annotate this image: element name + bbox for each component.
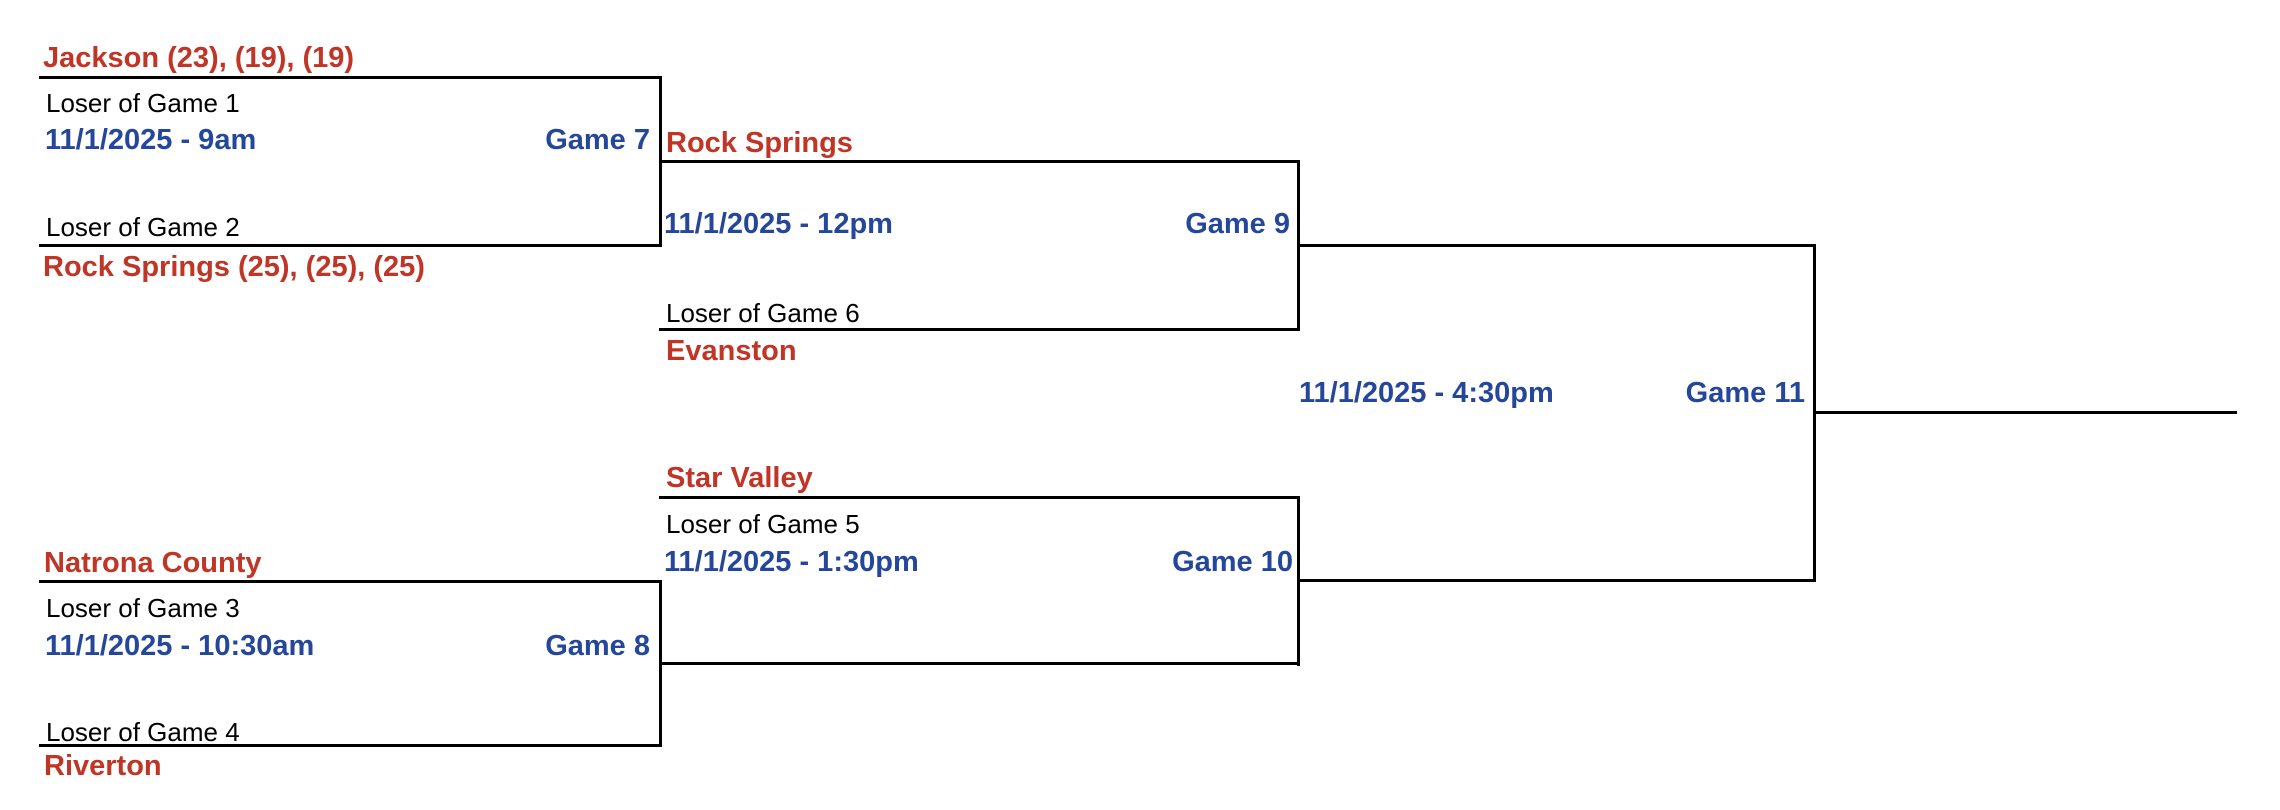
team-riverton: Riverton	[44, 750, 162, 782]
game9-winner-line	[1297, 244, 1816, 247]
game9-bottom-line	[659, 328, 1300, 331]
game10-schedule: 11/1/2025 - 1:30pm	[664, 546, 919, 578]
game7-winner-line	[659, 160, 1300, 163]
team-rock-springs-scores: Rock Springs (25), (25), (25)	[43, 251, 425, 283]
game8-winner-line	[659, 662, 1300, 665]
team-jackson: Jackson (23), (19), (19)	[43, 42, 355, 74]
game9-schedule: 11/1/2025 - 12pm	[664, 208, 893, 240]
game7-schedule: 11/1/2025 - 9am	[45, 124, 257, 156]
team-star-valley: Star Valley	[666, 462, 813, 494]
game10-winner-line	[1297, 579, 1816, 582]
feeder-loser-of-game-4: Loser of Game 4	[46, 717, 240, 747]
game10-label: Game 10	[1172, 546, 1293, 578]
feeder-loser-of-game-6: Loser of Game 6	[666, 298, 860, 328]
team-rock-springs: Rock Springs	[666, 127, 853, 159]
game11-winner-line	[1813, 411, 2237, 414]
game8-top-line	[39, 580, 662, 583]
game11-label: Game 11	[1685, 377, 1805, 409]
game11-schedule: 11/1/2025 - 4:30pm	[1299, 377, 1554, 409]
game7-label: Game 7	[545, 124, 650, 156]
game10-top-line	[659, 496, 1300, 499]
team-evanston: Evanston	[666, 335, 797, 367]
team-natrona-county: Natrona County	[44, 547, 262, 579]
feeder-loser-of-game-1: Loser of Game 1	[46, 88, 240, 118]
feeder-loser-of-game-5: Loser of Game 5	[666, 509, 860, 539]
game8-label: Game 8	[545, 630, 650, 662]
feeder-loser-of-game-3: Loser of Game 3	[46, 593, 240, 623]
feeder-loser-of-game-2: Loser of Game 2	[46, 212, 240, 242]
game8-bottom-line	[39, 744, 662, 747]
game9-label: Game 9	[1185, 208, 1290, 240]
game7-bottom-line	[39, 244, 662, 247]
game8-schedule: 11/1/2025 - 10:30am	[45, 630, 315, 662]
game7-top-line	[39, 76, 662, 79]
